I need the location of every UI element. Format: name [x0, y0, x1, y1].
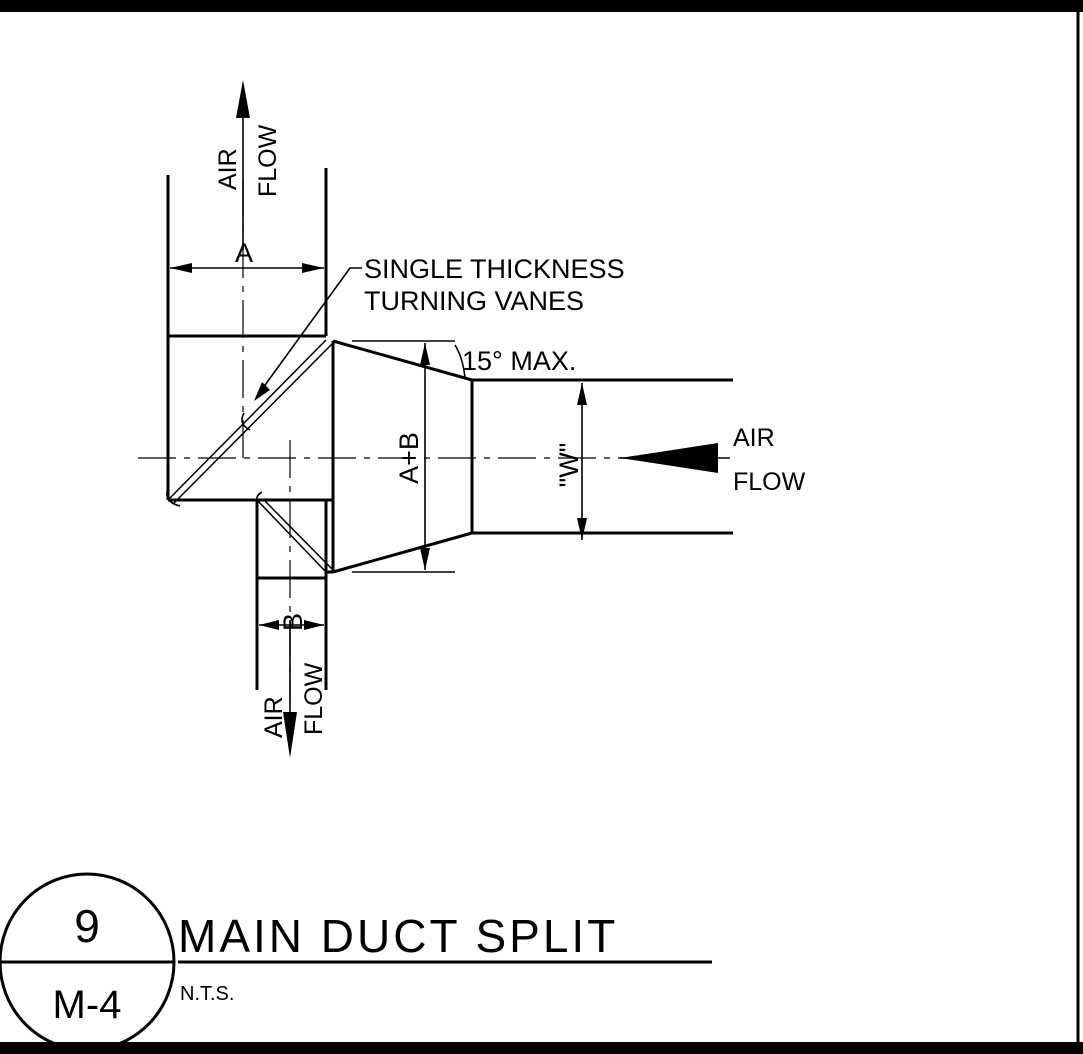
vanes-label-line2: TURNING VANES [364, 286, 584, 316]
air-label-down: AIR [260, 696, 288, 738]
duct-outline [166, 168, 733, 690]
air-flow-arrow-down [283, 620, 297, 758]
dimension-a-plus-b-label: A+B [394, 432, 424, 484]
air-flow-arrow-up [236, 80, 250, 250]
dimension-a-label: A [235, 238, 253, 268]
detail-bubble [0, 872, 176, 1052]
flow-label-down: FLOW [300, 662, 328, 735]
dimension-b-label: B [278, 613, 308, 631]
air-label-right: AIR [733, 424, 775, 452]
dimension-a [170, 263, 324, 273]
air-flow-arrow-left [620, 443, 730, 473]
detail-title: MAIN DUCT SPLIT [178, 910, 618, 962]
detail-number: 9 [74, 900, 100, 952]
dimension-a-plus-b [352, 340, 455, 573]
air-flow-label-up: AIR FLOW [214, 124, 282, 197]
detail-sheet-number: M-4 [53, 983, 122, 1027]
dimension-b [259, 620, 324, 630]
turning-vanes [166, 339, 334, 573]
flow-label-up: FLOW [254, 124, 282, 197]
dimension-w-label: "W" [554, 443, 584, 488]
turning-vanes-leader [254, 267, 362, 401]
angle-callout [454, 344, 466, 379]
angle-note-label: 15° MAX. [462, 346, 576, 376]
flow-label-right: FLOW [733, 468, 806, 496]
vanes-label-line1: SINGLE THICKNESS [364, 254, 625, 284]
air-label-up: AIR [214, 148, 242, 190]
dimension-w [577, 383, 587, 540]
scale-note: N.T.S. [180, 983, 234, 1005]
